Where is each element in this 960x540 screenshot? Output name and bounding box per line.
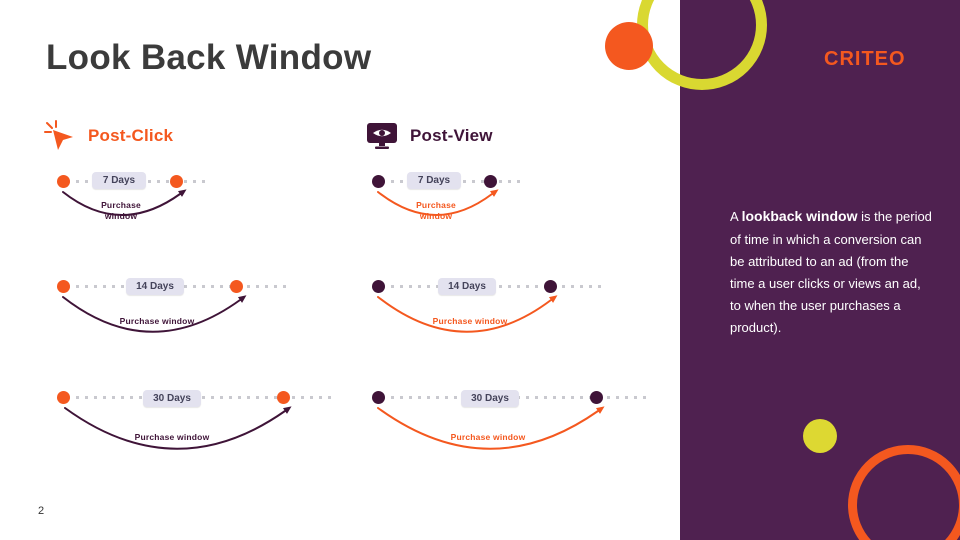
post-view-header: Post-View xyxy=(366,122,493,150)
end-dot xyxy=(484,175,497,188)
purchase-window-arrow xyxy=(64,406,292,450)
click-cursor-icon xyxy=(44,120,73,150)
end-dot xyxy=(170,175,183,188)
yellow-circle-decoration xyxy=(803,419,837,453)
definition-rest: is the period of time in which a convers… xyxy=(730,209,932,336)
post-click-label: Post-Click xyxy=(88,126,174,145)
definition-term: lookback window xyxy=(741,208,858,224)
purchase-window-label: Purchase window xyxy=(432,316,508,326)
start-dot xyxy=(372,391,385,404)
purchase-window-arrow xyxy=(62,189,187,216)
lookback-definition: A lookback window is the period of time … xyxy=(730,205,932,339)
purchase-window-label: Purchase window xyxy=(134,432,210,442)
page-number: 2 xyxy=(38,505,45,517)
post-click-header: Post-Click xyxy=(44,120,173,152)
duration-pill: 14 Days xyxy=(126,278,184,295)
start-dot xyxy=(57,175,70,188)
duration-pill: 7 Days xyxy=(92,172,146,189)
definition-prefix: A xyxy=(730,209,742,224)
purchase-window-label: Purchase window xyxy=(101,200,141,221)
end-dot xyxy=(277,391,290,404)
orange-circle-decoration xyxy=(605,22,653,70)
purchase-window-label: Purchase window xyxy=(119,316,195,326)
criteo-logo: CRITEO xyxy=(824,48,906,70)
duration-pill: 30 Days xyxy=(461,390,519,407)
purchase-window-arrow xyxy=(377,295,558,333)
purchase-window-label: Purchase window xyxy=(450,432,526,442)
end-dot xyxy=(230,280,243,293)
start-dot xyxy=(57,391,70,404)
start-dot xyxy=(57,280,70,293)
duration-pill: 7 Days xyxy=(407,172,461,189)
duration-pill: 14 Days xyxy=(438,278,496,295)
duration-pill: 30 Days xyxy=(143,390,201,407)
purchase-window-arrow xyxy=(62,295,247,333)
post-view-label: Post-View xyxy=(410,126,493,145)
end-dot xyxy=(544,280,557,293)
purchase-window-label: Purchase window xyxy=(416,200,456,221)
start-dot xyxy=(372,175,385,188)
start-dot xyxy=(372,280,385,293)
end-dot xyxy=(590,391,603,404)
purchase-window-arrow xyxy=(377,406,605,450)
eye-monitor-icon xyxy=(367,123,397,149)
page-title: Look Back Window xyxy=(46,38,372,77)
purchase-window-arrow xyxy=(377,189,499,216)
